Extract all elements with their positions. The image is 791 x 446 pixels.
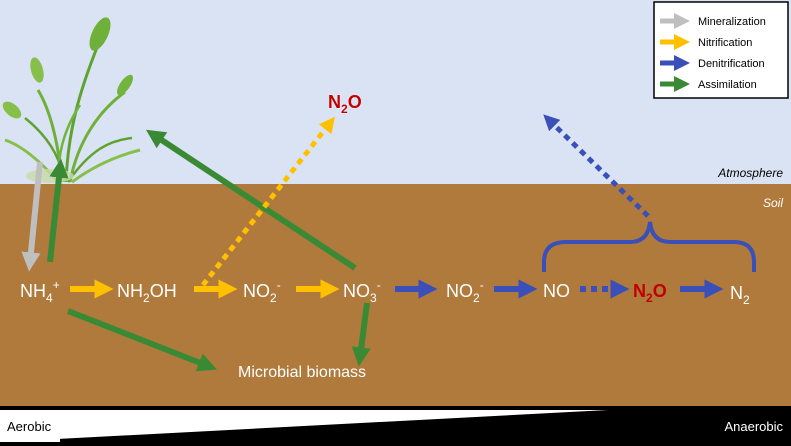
species-nh4: NH4+: [20, 278, 60, 305]
legend: Mineralization Nitrification Denitrifica…: [653, 1, 789, 99]
legend-label-nitrification: Nitrification: [698, 37, 752, 49]
anaerobic-label: Anaerobic: [724, 419, 783, 434]
atmosphere-label: Atmosphere: [717, 166, 783, 180]
denitrification-bracket: [542, 221, 756, 272]
nitrification-arrow-nh2oh-to-n2o: [201, 116, 335, 287]
species-no3: NO3-: [343, 278, 381, 305]
assimilation-arrow-no3-to-biomass: [351, 302, 371, 367]
soil-zone: [0, 184, 791, 406]
aerobic-label: Aerobic: [7, 419, 52, 434]
species-n2: N2: [730, 283, 750, 307]
species-no2-denitrification: NO2-: [446, 278, 484, 305]
soil-label: Soil: [763, 196, 783, 210]
species-no2-nitrification: NO2-: [243, 278, 281, 305]
species-no: NO: [543, 281, 570, 301]
mineralization-arrow: [21, 161, 43, 272]
species-n2o-soil: N2O: [633, 281, 667, 305]
legend-label-assimilation: Assimilation: [698, 79, 757, 91]
microbial-biomass-label: Microbial biomass: [238, 364, 366, 381]
legend-label-mineralization: Mineralization: [698, 16, 766, 28]
assimilation-arrow-no3-to-plant: [145, 129, 357, 271]
species-nh2oh: NH2OH: [117, 281, 177, 305]
legend-label-denitrification: Denitrification: [698, 58, 765, 70]
denitrification-arrow-to-atmosphere: [543, 114, 650, 218]
aerobic-wedge: [0, 410, 608, 442]
assimilation-arrow-nh4-to-plant: [47, 158, 69, 263]
assimilation-arrow-nh4-to-biomass: [66, 308, 217, 372]
species-n2o-atmosphere: N2O: [328, 92, 362, 116]
